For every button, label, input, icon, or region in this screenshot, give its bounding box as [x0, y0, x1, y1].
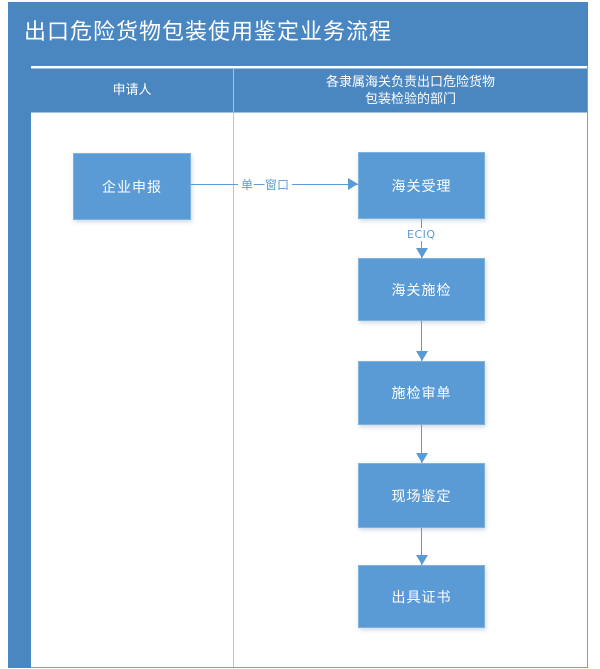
swimlane-header-row: 申请人 各隶属海关负责出口危险货物包装检验的部门: [31, 68, 587, 113]
connector-inspect-to-review: [421, 321, 422, 361]
arrow-down-icon: [416, 248, 428, 258]
swimlane-header-applicant: 申请人: [31, 69, 234, 112]
swimlane-header-customs-dept: 各隶属海关负责出口危险货物包装检验的部门: [325, 74, 495, 107]
page-title: 出口危险货物包装使用鉴定业务流程: [24, 20, 393, 45]
arrow-down-icon: [416, 555, 428, 565]
arrow-down-icon: [416, 351, 428, 361]
connector-review-to-onsite: [421, 425, 422, 463]
connector-onsite-to-cert: [421, 528, 422, 565]
node-inspect[interactable]: 海关施检: [358, 258, 485, 321]
arrow-down-icon: [416, 453, 428, 463]
title-bar: 出口危险货物包装使用鉴定业务流程: [8, 2, 588, 66]
arrow-right-icon: [348, 178, 358, 190]
node-apply[interactable]: 企业申报: [73, 153, 191, 220]
edge-label-single-window: 单一窗口: [238, 176, 293, 193]
node-cert[interactable]: 出具证书: [358, 565, 485, 628]
frame-bottom-border: [31, 667, 588, 668]
node-onsite[interactable]: 现场鉴定: [358, 463, 485, 528]
frame-right-border: [587, 66, 588, 668]
left-spine: [8, 66, 31, 668]
node-review[interactable]: 施检审单: [358, 361, 485, 425]
edge-label-eciq: ECIQ: [404, 228, 439, 241]
node-accept[interactable]: 海关受理: [358, 152, 485, 219]
